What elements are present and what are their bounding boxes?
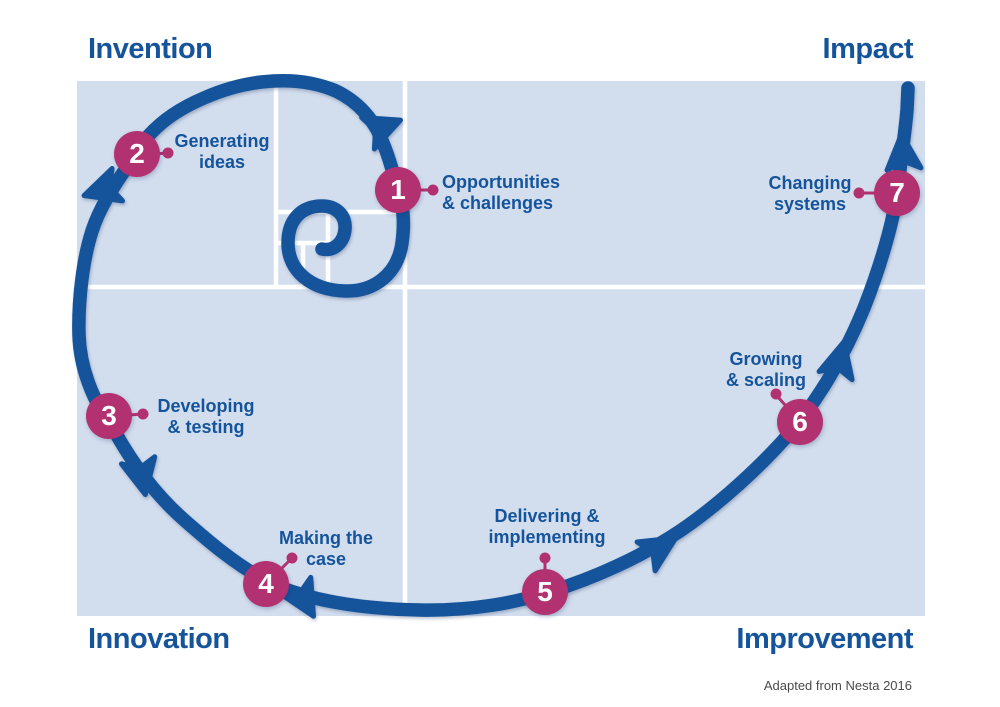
stage-circle-2 xyxy=(114,131,160,177)
stage-1-label: Opportunities & challenges xyxy=(442,172,560,213)
spiral-path xyxy=(72,74,915,617)
corner-label-improvement: Improvement xyxy=(736,623,913,655)
arrowhead-2-icon xyxy=(81,166,126,204)
arrowhead-4-icon xyxy=(278,574,316,619)
stage-circle-1 xyxy=(375,167,421,213)
stage-4-label: Making the case xyxy=(278,528,374,569)
stage-circle-4 xyxy=(243,561,289,607)
connector-2-dot-icon xyxy=(162,147,174,159)
corner-label-innovation: Innovation xyxy=(88,623,230,655)
corner-label-impact: Impact xyxy=(822,33,914,65)
connector-3 xyxy=(129,408,149,420)
connector-4-dot-icon xyxy=(286,552,298,564)
stage-6-label: Growing & scaling xyxy=(725,349,807,390)
arrowhead-1-icon xyxy=(359,114,403,152)
connector-3-dot-icon xyxy=(137,408,149,420)
arrowheads xyxy=(81,114,924,619)
stage-3-label: Developing & testing xyxy=(157,396,255,437)
stage-circles xyxy=(86,131,920,615)
arrowhead-5-icon xyxy=(634,535,679,574)
panel-background xyxy=(77,81,925,616)
connector-6 xyxy=(770,388,788,408)
arrowhead-6-icon xyxy=(816,339,855,383)
connector-1-dot-icon xyxy=(427,184,439,196)
stage-7-label: Changing systems xyxy=(768,173,852,214)
stage-circle-6 xyxy=(777,399,823,445)
stage-2-label: Generating ideas xyxy=(174,131,270,172)
connector-6-dot-icon xyxy=(770,388,782,400)
connector-5-dot-icon xyxy=(539,552,551,564)
arrowhead-3-icon xyxy=(118,454,158,498)
arrowhead-7-icon xyxy=(884,131,924,173)
credit-text: Adapted from Nesta 2016 xyxy=(763,678,912,693)
stage-circle-3 xyxy=(86,393,132,439)
stage-circle-7 xyxy=(874,170,920,216)
corner-label-invention: Invention xyxy=(88,33,213,65)
stage-circle-5 xyxy=(522,569,568,615)
connector-7-dot-icon xyxy=(853,187,865,199)
stage-5-label: Delivering & implementing xyxy=(488,506,606,547)
